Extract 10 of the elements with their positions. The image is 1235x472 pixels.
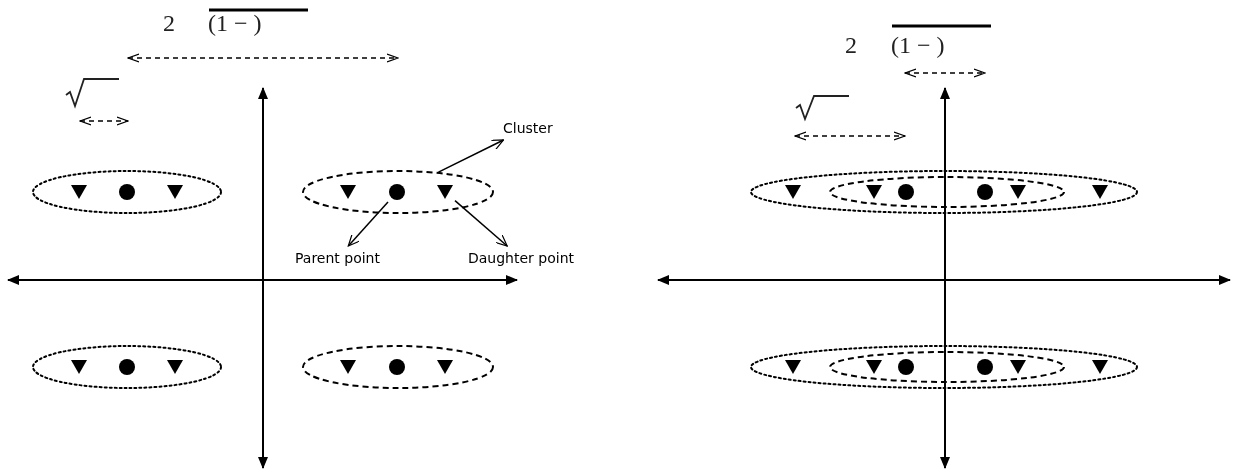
math-term: (1 − )	[891, 32, 945, 58]
callout-label: Daughter point	[468, 249, 574, 267]
math-term: (1 − )	[208, 10, 262, 36]
math-term: 2	[163, 10, 175, 36]
math-term: 2	[845, 32, 857, 58]
leader-arrow	[347, 201, 389, 247]
leader-arrow	[454, 199, 508, 247]
callout-label: Parent point	[295, 249, 380, 267]
leader-arrow	[437, 139, 505, 173]
callout-label: Cluster	[503, 119, 553, 137]
